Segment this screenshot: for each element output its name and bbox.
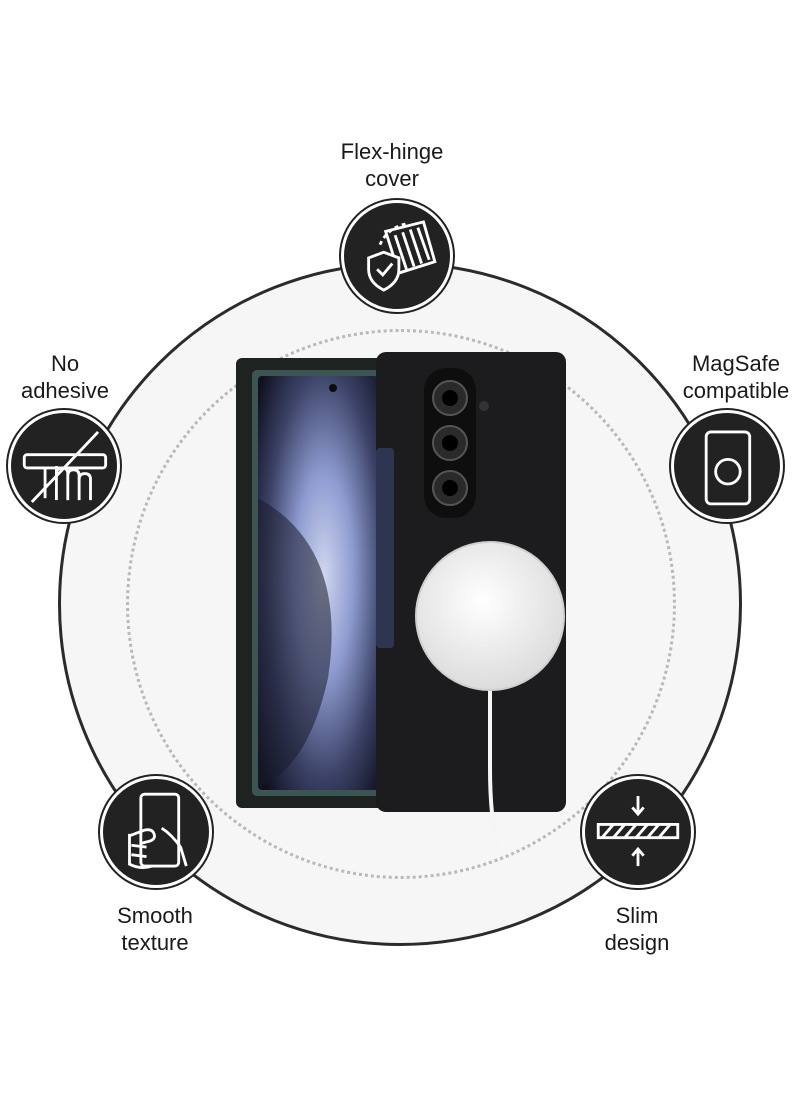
smooth-texture-badge xyxy=(100,776,212,888)
hand-holding-phone-icon xyxy=(128,792,188,869)
no-adhesive-line1: No xyxy=(50,351,80,376)
flex-hinge-line2: cover xyxy=(365,166,419,191)
no-adhesive-line2: adhesive xyxy=(20,378,110,403)
no-adhesive-hand-icon xyxy=(22,430,108,503)
dotted-ring xyxy=(126,329,676,879)
smooth-texture-label: Smooth texture xyxy=(55,902,255,956)
smooth-texture-line1: Smooth xyxy=(117,903,193,928)
hinge-shield-icon xyxy=(367,220,437,292)
flex-hinge-line1: Flex-hinge xyxy=(340,139,444,164)
no-adhesive-label: No adhesive xyxy=(0,350,165,404)
magsafe-charger xyxy=(415,541,565,691)
charger-cable xyxy=(488,618,500,848)
flex-hinge-label: Flex-hinge cover xyxy=(292,138,492,192)
magsafe-badge xyxy=(671,410,783,522)
slim-layer-arrows-icon xyxy=(596,796,680,867)
smooth-texture-line2: texture xyxy=(121,930,189,955)
magsafe-line1: MagSafe xyxy=(691,351,781,376)
foldable-phone-case-image xyxy=(236,352,566,848)
slim-design-label: Slim design xyxy=(537,902,737,956)
slim-design-line1: Slim xyxy=(615,903,659,928)
magsafe-line2: compatible xyxy=(682,378,790,403)
flex-hinge-badge xyxy=(341,200,453,312)
magsafe-label: MagSafe compatible xyxy=(636,350,800,404)
slim-design-line2: design xyxy=(604,930,670,955)
slim-design-badge xyxy=(582,776,694,888)
magsafe-phone-icon xyxy=(704,430,752,506)
no-adhesive-badge xyxy=(8,410,120,522)
